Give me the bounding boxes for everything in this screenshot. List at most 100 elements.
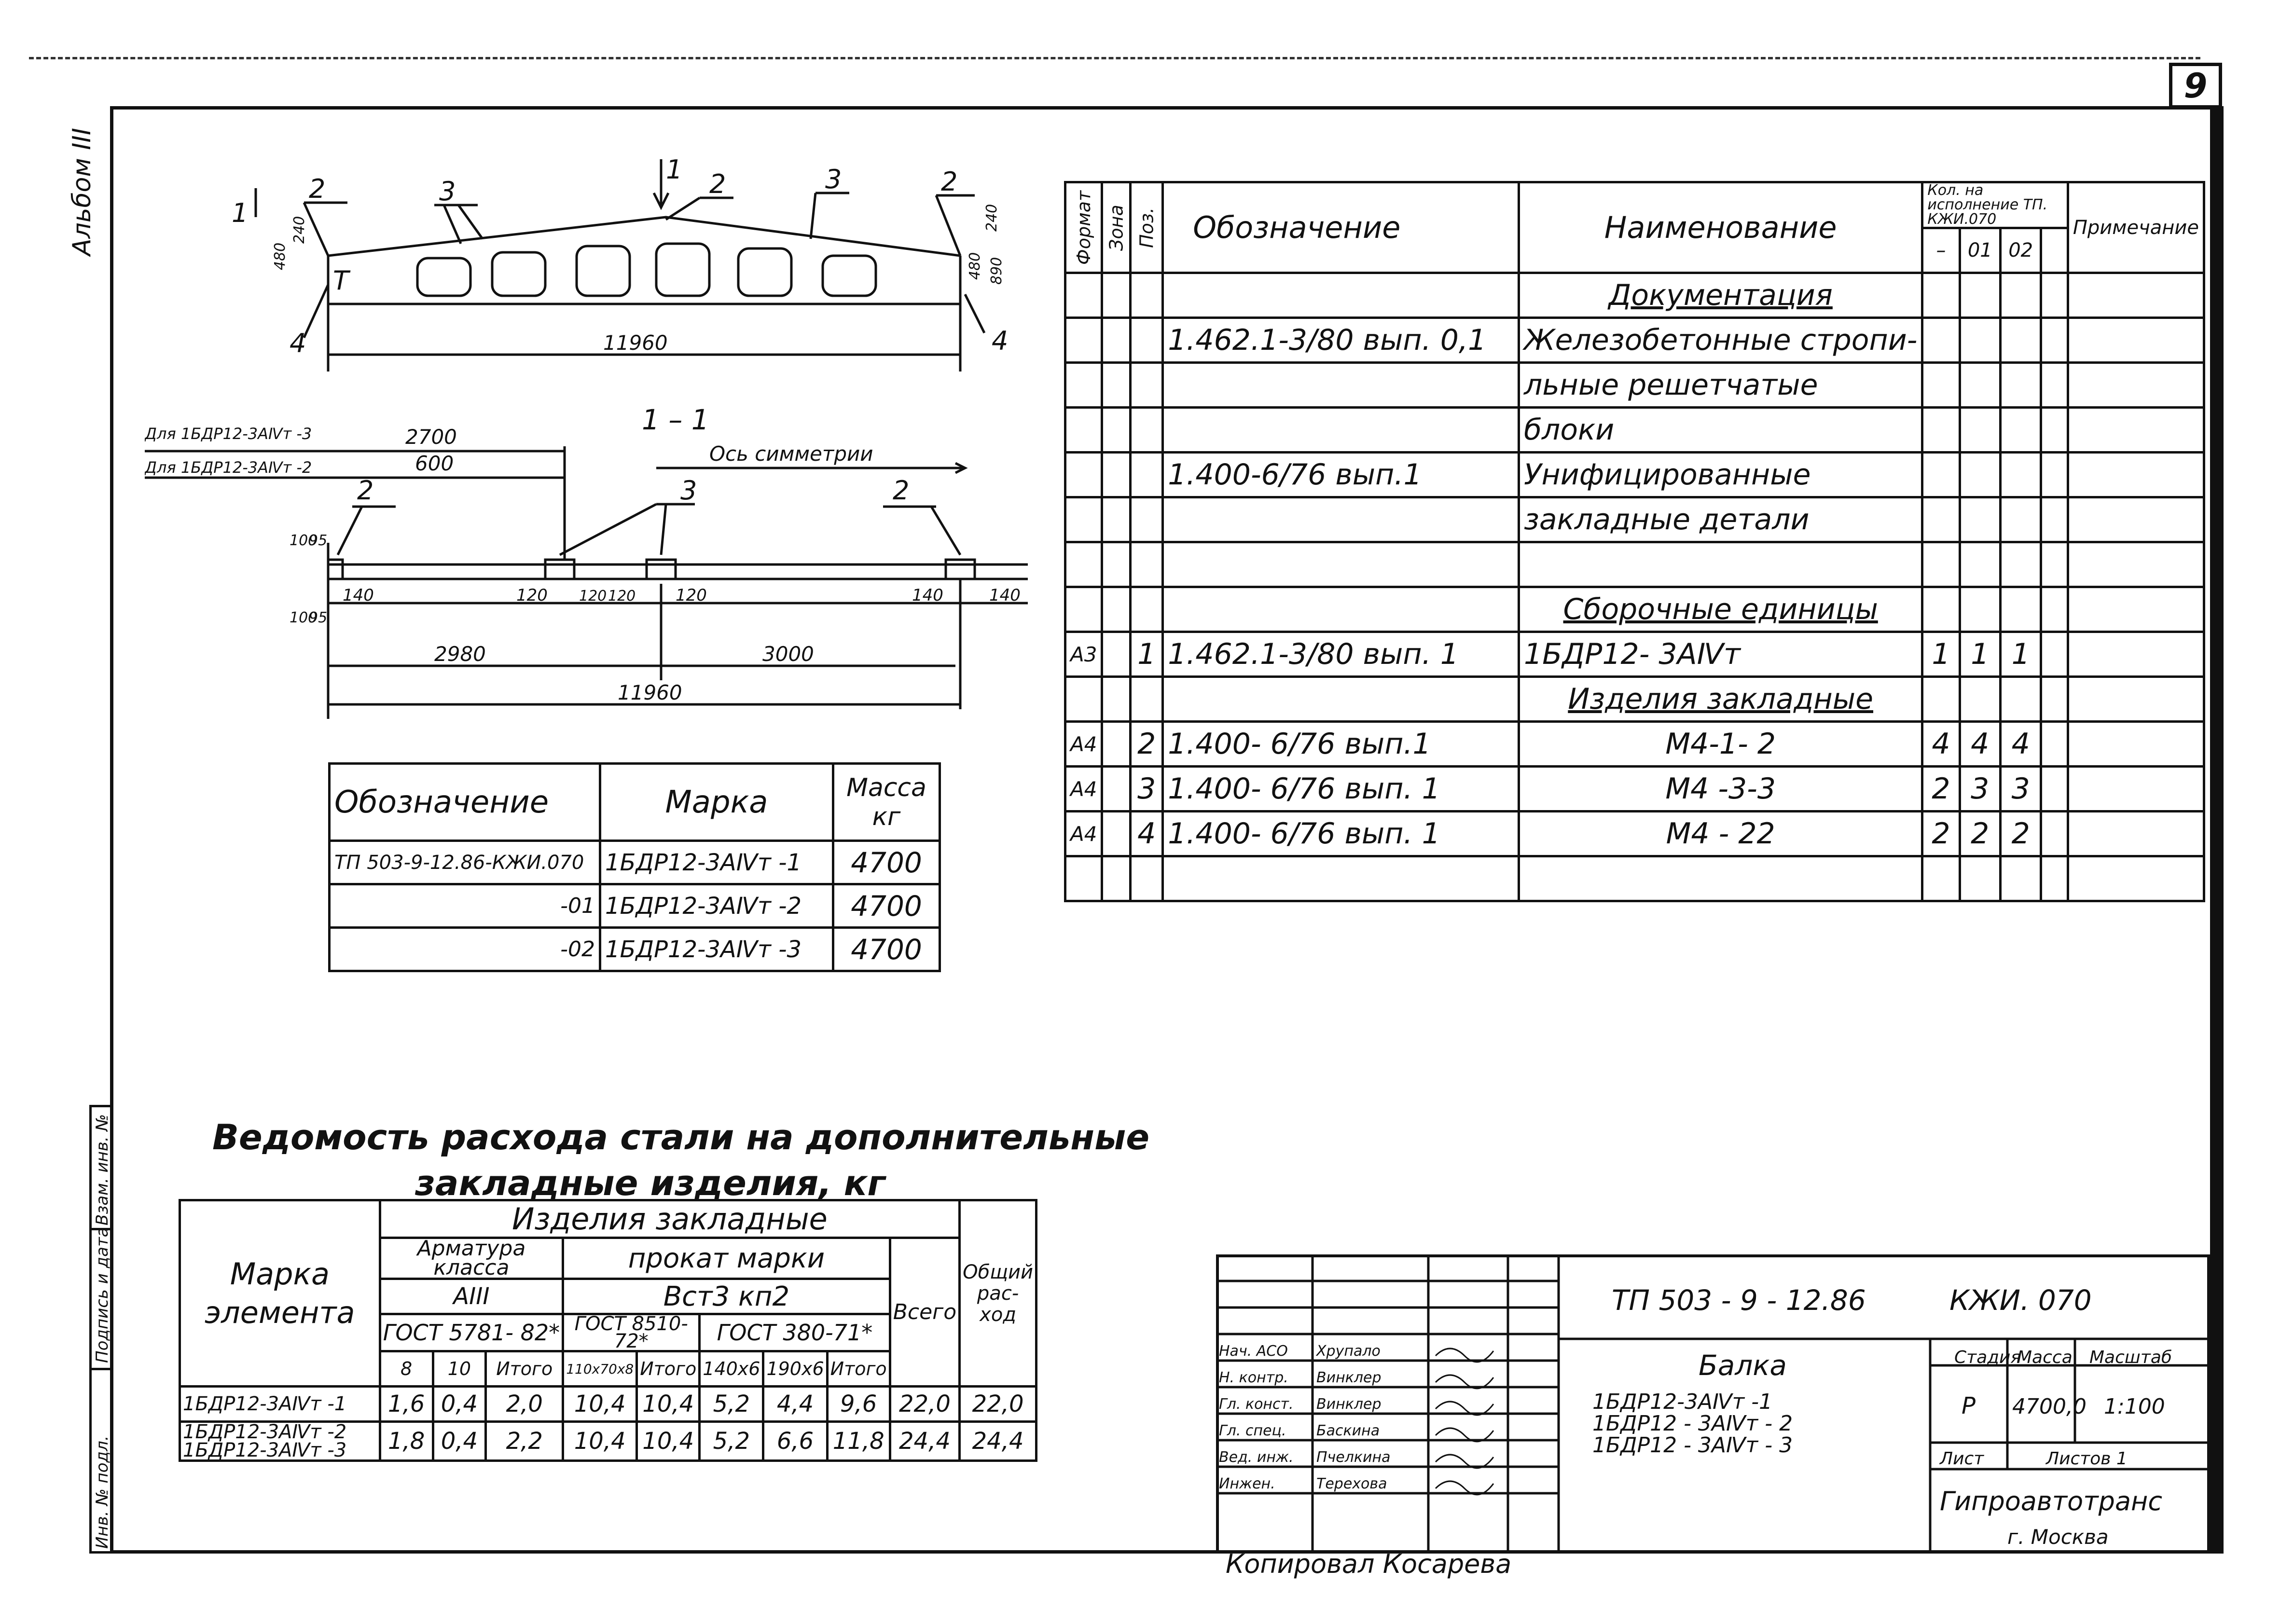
spec-cell-q1: 3 (1958, 765, 2002, 812)
spec-cell-name: блоки (1517, 406, 1924, 454)
spec-cell-note (2066, 451, 2206, 498)
margin-stamp: Взам. инв. № Подпись и дата Инв. № подл. (89, 1105, 112, 1554)
callout-1-top: 1 (666, 159, 682, 185)
spec-cell-q3 (2040, 406, 2069, 454)
spec-cell-designation (1161, 586, 1520, 633)
tb-mass-h: Масса (2017, 1348, 2073, 1367)
marks-cell: 1БДР12-3АⅣт -1 (599, 840, 834, 885)
spec-cell-name: М4-1- 2 (1517, 720, 1924, 768)
copied-by: Копировал Косарева (1226, 1549, 1512, 1579)
steel-value: 24,4 (958, 1420, 1037, 1462)
dim-140-b: 140 (912, 586, 943, 605)
steel-mark-line: 1БДР12-3АⅣт -3 (183, 1439, 347, 1461)
steel-h-mark: Марка элемента (179, 1199, 381, 1388)
spec-header-qty: Кол. на исполнение ТП. КЖИ.070 (1921, 181, 2069, 229)
spec-cell-zone (1101, 586, 1132, 633)
spec-cell-designation: 1.400- 6/76 вып. 1 (1161, 765, 1520, 812)
spec-cell-designation: 1.462.1-3/80 вып. 0,1 (1161, 317, 1520, 364)
tb-city: г. Москва (2007, 1525, 2109, 1549)
margin-inv-sub: Инв. № подл. (93, 1435, 112, 1549)
spec-cell-q0 (1921, 272, 1961, 319)
table-row: закладные детали (1064, 496, 2206, 543)
spec-cell-note (2066, 675, 2206, 723)
spec-cell-zone (1101, 765, 1132, 812)
steel-subheader: 10 (431, 1350, 487, 1388)
spec-cell-format (1064, 855, 1104, 902)
tb-item-2: 1БДР12 - 3АⅣт - 2 (1592, 1411, 1793, 1436)
spec-cell-note (2066, 631, 2206, 678)
dim-120-b: 120 (579, 588, 607, 605)
marks-header-mass: Масса кг (832, 762, 941, 842)
spec-cell-note (2066, 810, 2206, 857)
spec-cell-note (2066, 720, 2206, 768)
spec-cell-pos: 2 (1129, 720, 1164, 768)
spec-cell-format: А3 (1064, 631, 1104, 678)
spec-cell-zone (1101, 541, 1132, 588)
steel-h-items: Изделия закладные (378, 1199, 961, 1239)
spec-cell-q2 (1999, 496, 2043, 543)
spec-cell-zone (1101, 406, 1132, 454)
spec-cell-q1 (1958, 541, 2002, 588)
spec-cell-note (2066, 586, 2206, 633)
spec-cell-pos (1129, 451, 1164, 498)
steel-value: 0,4 (431, 1420, 487, 1462)
dim-h480-left: 480 (272, 243, 289, 270)
spec-cell-q0 (1921, 361, 1961, 409)
spec-cell-q2: 1 (1999, 631, 2043, 678)
spec-cell-note (2066, 272, 2206, 319)
steel-subheader: 190х6 (762, 1350, 829, 1388)
spec-cell-q0: 2 (1921, 810, 1961, 857)
section-callout-3: 3 (680, 475, 697, 506)
tb-scale-h: Масштаб (2089, 1348, 2172, 1367)
spec-cell-q3 (2040, 675, 2069, 723)
spec-cell-q2 (1999, 675, 2043, 723)
tb-scale: 1:100 (2104, 1394, 2165, 1419)
spec-cell-q3 (2040, 451, 2069, 498)
section-callout-2-left: 2 (357, 475, 373, 506)
spec-header-name: Наименование (1517, 181, 1924, 274)
spec-cell-q1 (1958, 675, 2002, 723)
spec-cell-note (2066, 855, 2206, 902)
table-row: Изделия закладные (1064, 675, 2206, 723)
steel-value: 6,6 (762, 1420, 829, 1462)
steel-value: 22,0 (958, 1385, 1037, 1423)
tb-person: Баскина (1316, 1422, 1380, 1439)
spec-cell-pos (1129, 406, 1164, 454)
spec-cell-q2: 2 (1999, 810, 2043, 857)
table-row: Документация (1064, 272, 2206, 319)
spec-qty-col: 02 (1999, 227, 2043, 274)
table-row: -01 1БДР12-3АⅣт -2 4700 (328, 883, 941, 929)
spec-cell-pos: 1 (1129, 631, 1164, 678)
steel-h-overall: Общий рас- ход (958, 1199, 1037, 1388)
spec-cell-pos (1129, 541, 1164, 588)
spec-cell-q2 (1999, 451, 2043, 498)
dim-h240-left: 240 (291, 216, 308, 244)
spec-cell-q1 (1958, 855, 2002, 902)
steel-subheader: 110х70х8 (562, 1350, 638, 1388)
steel-subheader: Итого (484, 1350, 565, 1388)
spec-cell-name (1517, 855, 1924, 902)
steel-subheader: 8 (378, 1350, 434, 1388)
table-row: льные решетчатые (1064, 361, 2206, 409)
spec-cell-q2 (1999, 586, 2043, 633)
spec-cell-name: Унифицированные (1517, 451, 1924, 498)
spec-cell-designation (1161, 541, 1520, 588)
spec-cell-q3 (2040, 586, 2069, 633)
steel-mark-line: 1БДР12-3АⅣт -1 (183, 1393, 347, 1415)
dim-2980: 2980 (434, 642, 486, 666)
spec-cell-name: закладные детали (1517, 496, 1924, 543)
drawing-frame (110, 106, 2224, 1554)
spec-cell-zone (1101, 361, 1132, 409)
dim-120-d: 120 (676, 586, 707, 605)
steel-table: Марка элемента Изделия закладные Общий р… (179, 1199, 1037, 1462)
tb-role: Н. контр. (1219, 1369, 1288, 1386)
spec-cell-q2: 4 (1999, 720, 2043, 768)
tb-role: Вед. инж. (1219, 1449, 1294, 1466)
spec-cell-pos (1129, 496, 1164, 543)
spec-qty-col: 01 (1958, 227, 2002, 274)
steel-title: Ведомость расхода стали на дополнительны… (212, 1115, 1149, 1206)
spec-cell-note (2066, 496, 2206, 543)
